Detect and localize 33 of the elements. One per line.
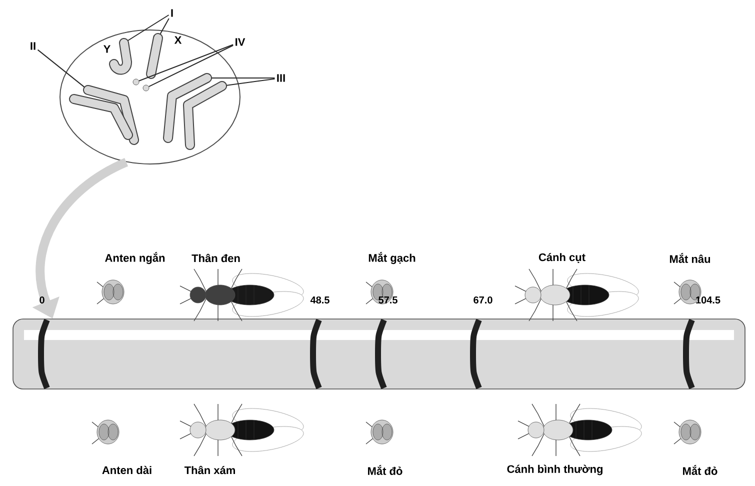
leader-line: [160, 18, 170, 34]
chromosome: [146, 33, 163, 79]
chromosome-label: X: [174, 36, 182, 44]
leader-line: [128, 14, 170, 41]
trait-label: Cánh cụt: [538, 252, 586, 263]
trait-label: Anten dài: [102, 466, 152, 474]
roman-numeral: IV: [236, 38, 246, 46]
chromosome: [109, 38, 132, 75]
trait-label: Mắt đỏ: [683, 465, 718, 475]
trait-label: Cánh bình thường: [507, 464, 602, 476]
chromosome-label: Y: [104, 45, 110, 53]
roman-numeral: I: [171, 9, 173, 17]
map-distance: 48.5: [310, 296, 330, 304]
trait-label: Anten ngắn: [105, 252, 165, 264]
leader-line: [37, 49, 85, 88]
map-distance: 67.0: [474, 296, 492, 304]
map-distance: 0: [40, 296, 44, 304]
chromosome: [183, 81, 227, 150]
trait-label: Mắt đỏ: [368, 465, 402, 475]
trait-label: Mắt gạch: [368, 252, 416, 264]
chromosome: [83, 85, 139, 145]
chromosome: [69, 94, 133, 140]
leader-line: [226, 78, 276, 86]
roman-numeral: II: [30, 42, 36, 50]
map-distance: 57.5: [378, 296, 398, 304]
trait-label: Mắt nâu: [670, 253, 710, 263]
roman-numeral: III: [277, 74, 285, 82]
leader-line: [138, 44, 234, 82]
leader-line: [148, 44, 234, 88]
trait-label: Thân xám: [184, 466, 235, 474]
chromosome: [163, 73, 212, 143]
trait-label: Thân đen: [192, 254, 240, 262]
map-distance: 104.5: [696, 296, 720, 304]
